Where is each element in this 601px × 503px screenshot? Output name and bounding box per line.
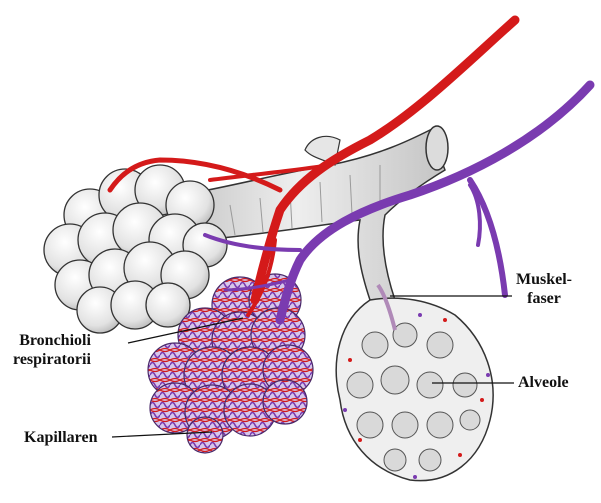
- muskelfaser-label: Muskel- faser: [516, 270, 572, 308]
- kapillaren-label: Kapillaren: [24, 428, 98, 447]
- muskelfaser-label-line1: Muskel-: [516, 270, 572, 289]
- bronchioli-label-line1: Bronchioli: [13, 331, 91, 350]
- bronchioli-label-line2: respiratorii: [13, 350, 91, 369]
- alveole-label: Alveole: [518, 373, 569, 392]
- bronchioli-label: Bronchioli respiratorii: [13, 331, 91, 369]
- alveolar-sac-cluster: [44, 165, 227, 333]
- muskelfaser-label-line2: faser: [516, 289, 572, 308]
